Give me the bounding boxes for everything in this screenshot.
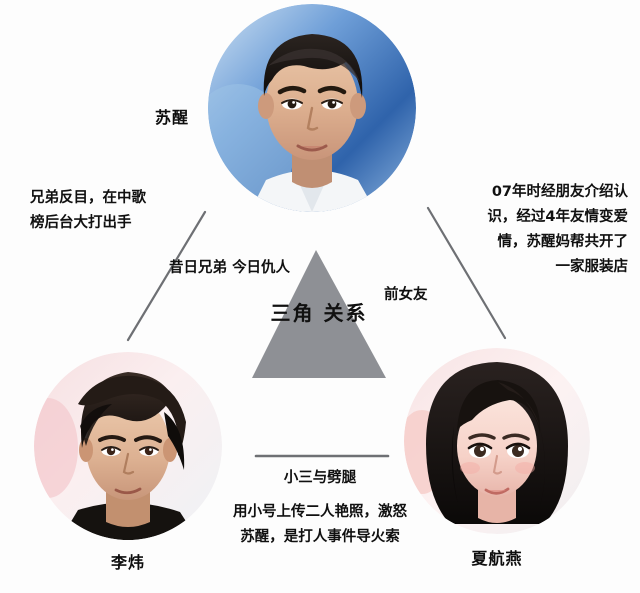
edge-description-left-line-2: 榜后台大打出手 bbox=[30, 214, 132, 231]
edge-description-right-line-3: 情，苏醒妈帮共开了 bbox=[497, 233, 629, 250]
edge-description-left: 兄弟反目，在中歌 榜后台大打出手 bbox=[30, 186, 146, 236]
edge-relation-left-line-2: 今日仇人 bbox=[232, 260, 291, 276]
edge-relation-left: 昔日兄弟 今日仇人 bbox=[169, 256, 290, 281]
triangle-shape bbox=[252, 250, 386, 378]
edge-description-left-line-1: 兄弟反目，在中歌 bbox=[30, 190, 146, 206]
edge-description-right-line-1: 07年时经朋友介绍认 bbox=[491, 184, 628, 200]
edge-description-right-line-2: 识，经过4年友情变爱 bbox=[487, 208, 628, 225]
edge-description-bottom-line-1: 用小号上传二人艳照，激怒 bbox=[233, 504, 407, 520]
edge-relation-left-line-1: 昔日兄弟 bbox=[169, 260, 227, 276]
name-label-top: 苏醒 bbox=[154, 108, 189, 127]
edge-relation-bottom: 小三与劈腿 bbox=[212, 466, 428, 491]
photo-node-top[interactable] bbox=[208, 4, 416, 212]
photo-node-bottom-left[interactable] bbox=[34, 352, 222, 540]
center-triangle-label-line-2: 关系 bbox=[323, 301, 368, 325]
center-triangle-label-line-1: 三角 bbox=[270, 301, 315, 325]
center-triangle-label: 三角 关系 bbox=[248, 301, 390, 326]
edge-description-right: 07年时经朋友介绍认 识，经过4年友情变爱 情，苏醒妈帮共开了 一家服装店 bbox=[487, 180, 628, 280]
edge-relation-bottom-line-1: 小三与劈腿 bbox=[283, 470, 357, 486]
edge-description-bottom-line-2: 苏醒，是打人事件导火索 bbox=[240, 528, 400, 545]
name-label-bottom-left: 李炜 bbox=[110, 553, 145, 572]
photo-node-bottom-right[interactable] bbox=[404, 348, 590, 534]
name-label-bottom-right: 夏航燕 bbox=[471, 549, 523, 568]
edge-relation-right: 前女友 bbox=[384, 283, 428, 308]
edge-relation-right-line-1: 前女友 bbox=[384, 287, 428, 303]
edge-description-bottom: 用小号上传二人艳照，激怒 苏醒，是打人事件导火索 bbox=[212, 500, 428, 550]
center-triangle: 三角 关系 bbox=[248, 246, 390, 382]
edge-description-right-line-4: 一家服装店 bbox=[555, 258, 629, 275]
